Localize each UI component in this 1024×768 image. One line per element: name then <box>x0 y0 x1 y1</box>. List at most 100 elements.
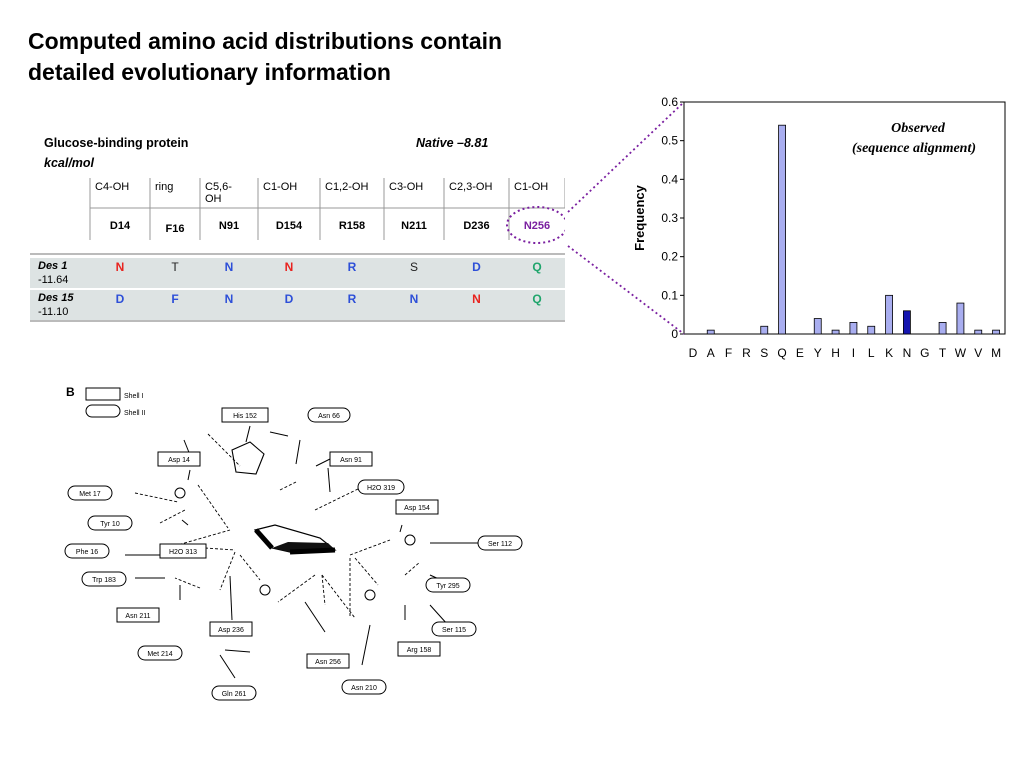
x-tick-label: L <box>868 346 875 360</box>
bar-V <box>974 329 983 335</box>
design-energy: -11.64 <box>38 274 68 286</box>
residue-label: D14 <box>110 220 131 232</box>
bar-K <box>885 294 893 335</box>
chart-annotation-line1: Observed <box>891 121 946 136</box>
design-aa: N <box>116 260 125 274</box>
charge-markers <box>174 487 416 601</box>
x-tick-label: H <box>831 346 840 360</box>
design-aa: S <box>410 260 418 274</box>
bar-T <box>938 321 947 335</box>
x-tick-label: N <box>903 346 912 360</box>
bar-M <box>992 329 1000 335</box>
design-aa: T <box>171 260 179 274</box>
hbond-lines <box>134 433 421 619</box>
title-line-1: Computed amino acid distributions contai… <box>28 28 503 54</box>
box-h2o313: H2O 313 <box>169 549 197 556</box>
table-caption: Glucose-binding protein Native –8.81 kca… <box>44 134 514 174</box>
group-label: C4-OH <box>95 181 129 193</box>
x-tick-label: Q <box>777 346 786 360</box>
bar-H <box>831 329 840 335</box>
box-arg158: Arg 158 <box>407 647 432 654</box>
design-name: Des 1 <box>38 260 67 272</box>
y-tick-label: 0.6 <box>661 95 678 109</box>
x-tick-label: E <box>796 346 804 360</box>
shell2-ovals: Asn 66 H2O 319 Met 17 Tyr 10 Phe 16 Trp … <box>64 407 523 701</box>
oval-tyr10: Tyr 10 <box>100 521 120 528</box>
x-tick-label: R <box>742 346 751 360</box>
group-label: OH <box>205 193 222 205</box>
x-tick-label: F <box>725 346 732 360</box>
group-label: C3-OH <box>389 181 423 193</box>
residue-label: F16 <box>166 223 185 235</box>
zoom-connector-bottom <box>567 245 685 335</box>
oval-ser115: Ser 115 <box>442 627 466 634</box>
shell1-boxes: His 152 Asp 14 Asp 154 Asn 91 H2O 313 As… <box>116 407 441 669</box>
zoom-connector-top <box>567 101 685 213</box>
x-tick-label: V <box>974 346 982 360</box>
box-asp236: Asp 236 <box>218 627 244 634</box>
binding-site-schematic: B Shell I Shell II <box>64 385 523 701</box>
x-tick-label: S <box>760 346 768 360</box>
oval-tyr295: Tyr 295 <box>436 583 459 590</box>
legend-shell2: Shell II <box>124 410 145 417</box>
box-asn91: Asn 91 <box>340 457 362 464</box>
y-axis-label: Frequency <box>632 184 647 251</box>
design-aa: N <box>472 292 481 306</box>
oval-phe16: Phe 16 <box>76 549 98 556</box>
x-tick-label: Y <box>814 346 822 360</box>
x-tick-label: K <box>885 346 893 360</box>
y-tick-label: 0.3 <box>661 211 678 225</box>
design-aa: N <box>410 292 419 306</box>
group-label: C2,3-OH <box>449 181 492 193</box>
bar-Q <box>778 124 786 335</box>
design-aa: N <box>225 292 234 306</box>
residue-label: D236 <box>463 220 489 232</box>
x-tick-label: W <box>955 346 967 360</box>
bar-W <box>956 302 965 335</box>
x-tick-label: M <box>991 346 1001 360</box>
oval-asn66: Asn 66 <box>318 413 340 420</box>
design-aa: Q <box>532 292 541 306</box>
bar-L <box>867 325 876 335</box>
chart-annotation-line2: (sequence alignment) <box>852 141 976 156</box>
group-label: C1-OH <box>263 181 297 193</box>
oval-met17: Met 17 <box>79 491 101 498</box>
design-aa: R <box>348 260 357 274</box>
x-tick-label: G <box>920 346 929 360</box>
covalent-bonds <box>125 425 480 679</box>
design-row <box>30 258 565 288</box>
bar-I <box>849 321 858 335</box>
x-tick-label: I <box>852 346 855 360</box>
residue-label: N256 <box>524 220 550 232</box>
legend-shell1: Shell I <box>124 393 144 400</box>
y-tick-label: 0.2 <box>661 250 678 264</box>
highlight-ellipse <box>506 206 565 244</box>
design-energy: -11.10 <box>38 306 68 318</box>
unit-label: kcal/mol <box>44 156 95 170</box>
y-tick-label: 0.1 <box>661 288 678 302</box>
x-tick-label: A <box>707 346 715 360</box>
group-label: C5,6- <box>205 181 232 193</box>
bar-Y <box>813 318 822 335</box>
title-line-2: detailed evolutionary information <box>28 59 391 85</box>
legend-oval <box>85 404 121 418</box>
group-label: C1-OH <box>514 181 548 193</box>
box-asn211: Asn 211 <box>125 613 150 620</box>
group-label: ring <box>155 181 173 193</box>
residue-label: D154 <box>276 220 303 232</box>
design-aa: D <box>472 260 481 274</box>
y-tick-label: 0.5 <box>661 134 678 148</box>
protein-label: Glucose-binding protein <box>44 136 189 150</box>
group-label: C1,2-OH <box>325 181 368 193</box>
oval-met214: Met 214 <box>147 651 172 658</box>
box-asp14: Asp 14 <box>168 457 190 464</box>
legend-box <box>85 387 121 401</box>
bar-N <box>903 310 911 335</box>
oval-h2o319: H2O 319 <box>367 485 395 492</box>
bar-S <box>760 325 769 335</box>
bar-A <box>706 329 715 335</box>
y-tick-label: 0.4 <box>661 172 678 186</box>
box-asp154: Asp 154 <box>404 505 430 512</box>
